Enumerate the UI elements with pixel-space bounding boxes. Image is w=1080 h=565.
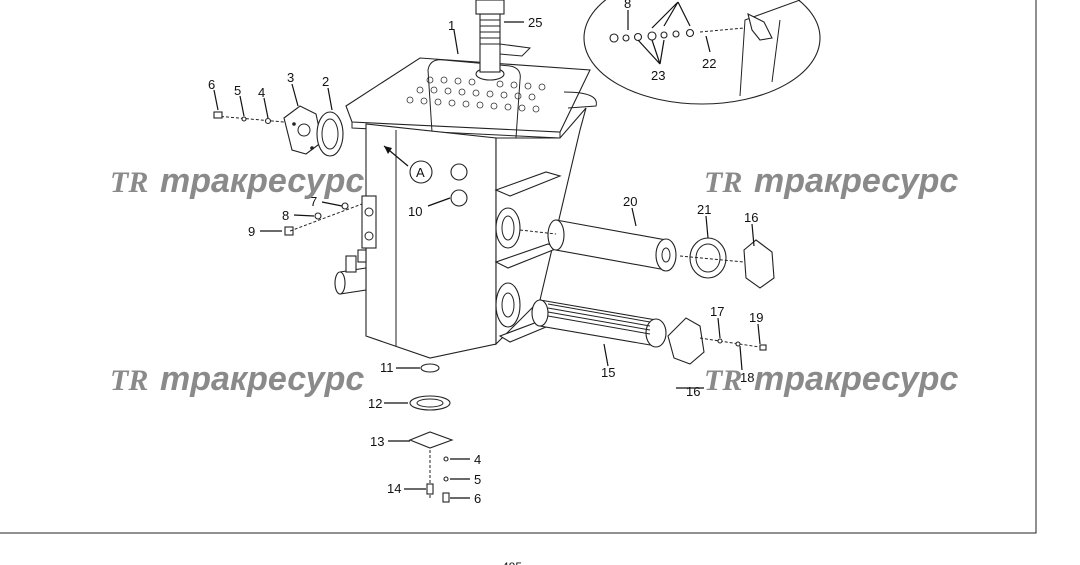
- callout-15: 15: [601, 365, 615, 380]
- watermark-text: тракресурс: [754, 360, 958, 398]
- callout-13: 13: [370, 434, 384, 449]
- callout-23: 23: [651, 68, 665, 83]
- watermark-logo: TR: [704, 364, 742, 397]
- callout-7: 7: [310, 194, 317, 209]
- watermark-top-left: TR тракресурс: [110, 162, 364, 200]
- callout-6: 6: [208, 77, 215, 92]
- callout-6: 6: [474, 491, 481, 506]
- filter-lower: [531, 299, 667, 348]
- callout-4: 4: [474, 452, 481, 467]
- watermark-bottom-right: TR тракресурс: [704, 360, 958, 398]
- page-border: [0, 0, 1037, 534]
- callout-11: 11: [380, 360, 394, 375]
- watermark-top-right: TR тракресурс: [704, 162, 958, 200]
- bracket-bolts: [284, 202, 363, 236]
- cover-plate-group: [213, 105, 344, 157]
- perforations: [406, 76, 546, 113]
- callout-21: 21: [697, 202, 711, 217]
- callout-2: 2: [322, 74, 329, 89]
- callout-19: 19: [749, 310, 763, 325]
- callout-17: 17: [710, 304, 724, 319]
- detail-a-label: A: [416, 165, 425, 180]
- handle: [427, 59, 521, 139]
- callout-5: 5: [234, 83, 241, 98]
- callout-20: 20: [623, 194, 637, 209]
- drain-group: [408, 363, 454, 503]
- inset-fasteners: [609, 27, 745, 43]
- callout-25: 25: [528, 15, 542, 30]
- callout-16: 16: [744, 210, 758, 225]
- callout-22: 22: [702, 56, 716, 71]
- watermark-text: тракресурс: [754, 162, 958, 200]
- callout-8: 8: [282, 208, 289, 223]
- callout-10: 10: [408, 204, 422, 219]
- callout-labels: 1 25 6 5 4 3 2 7 8 9 10 20 21 16 17 19 1…: [208, 0, 763, 506]
- callout-4: 4: [258, 85, 265, 100]
- watermark-bottom-left: TR тракресурс: [110, 360, 364, 398]
- callout-12: 12: [368, 396, 382, 411]
- callout-14: 14: [387, 481, 401, 496]
- callout-1: 1: [448, 18, 455, 33]
- watermark-logo: TR: [110, 364, 148, 397]
- page-number: 485: [502, 560, 522, 565]
- tank-assembly: [334, 0, 597, 359]
- callout-18: 18: [740, 370, 754, 385]
- callout-5: 5: [474, 472, 481, 487]
- tank-body: [365, 123, 497, 359]
- watermark-text: тракресурс: [160, 360, 364, 398]
- callout-9: 9: [248, 224, 255, 239]
- top-platform: [345, 57, 591, 133]
- callout-3: 3: [287, 70, 294, 85]
- callout-16: 16: [686, 384, 700, 399]
- watermark-logo: TR: [704, 166, 742, 199]
- cover-16-upper: [743, 239, 775, 289]
- cover-16-lower: [667, 317, 705, 365]
- watermark-logo: TR: [110, 166, 148, 199]
- detail-a-marker: [409, 160, 433, 184]
- leader-lines: [213, 21, 761, 499]
- detail-inset: [583, 0, 821, 105]
- callout-8: 8: [624, 0, 631, 11]
- filter-upper: [519, 219, 677, 272]
- watermark-text: тракресурс: [160, 162, 364, 200]
